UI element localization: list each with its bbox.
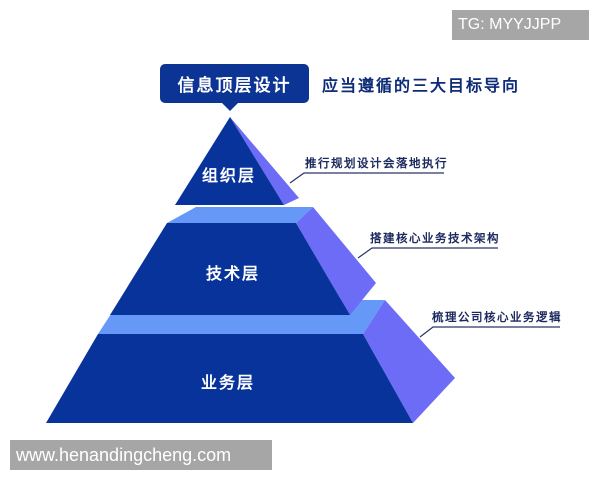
leader-line-organization (289, 172, 444, 184)
leader-line-business (419, 326, 560, 338)
annotation-organization: 推行规划设计会落地执行 (305, 156, 448, 170)
tier-business-shape (46, 300, 455, 423)
title-text: 信息顶层设计 (177, 76, 292, 96)
tier-label-technology: 技术层 (205, 264, 261, 283)
tier-technology-shape (110, 207, 376, 315)
watermark-top-text: TG: MYYJJPP (458, 16, 562, 33)
tier-label-business: 业务层 (200, 373, 256, 392)
title-badge: 信息顶层设计 (160, 64, 309, 111)
annotation-business: 梳理公司核心业务逻辑 (432, 310, 562, 324)
watermark-top-right: TG: MYYJJPP (452, 10, 589, 40)
tier-label-organization: 组织层 (201, 166, 257, 185)
leader-line-technology (357, 247, 498, 259)
tier-organization-shape (175, 117, 299, 205)
annotation-technology: 搭建核心业务技术架构 (370, 231, 500, 245)
watermark-bottom-left: www.henandingcheng.com (10, 440, 272, 470)
subtitle-text: 应当遵循的三大目标导向 (322, 76, 521, 95)
watermark-bottom-text: www.henandingcheng.com (16, 444, 232, 465)
